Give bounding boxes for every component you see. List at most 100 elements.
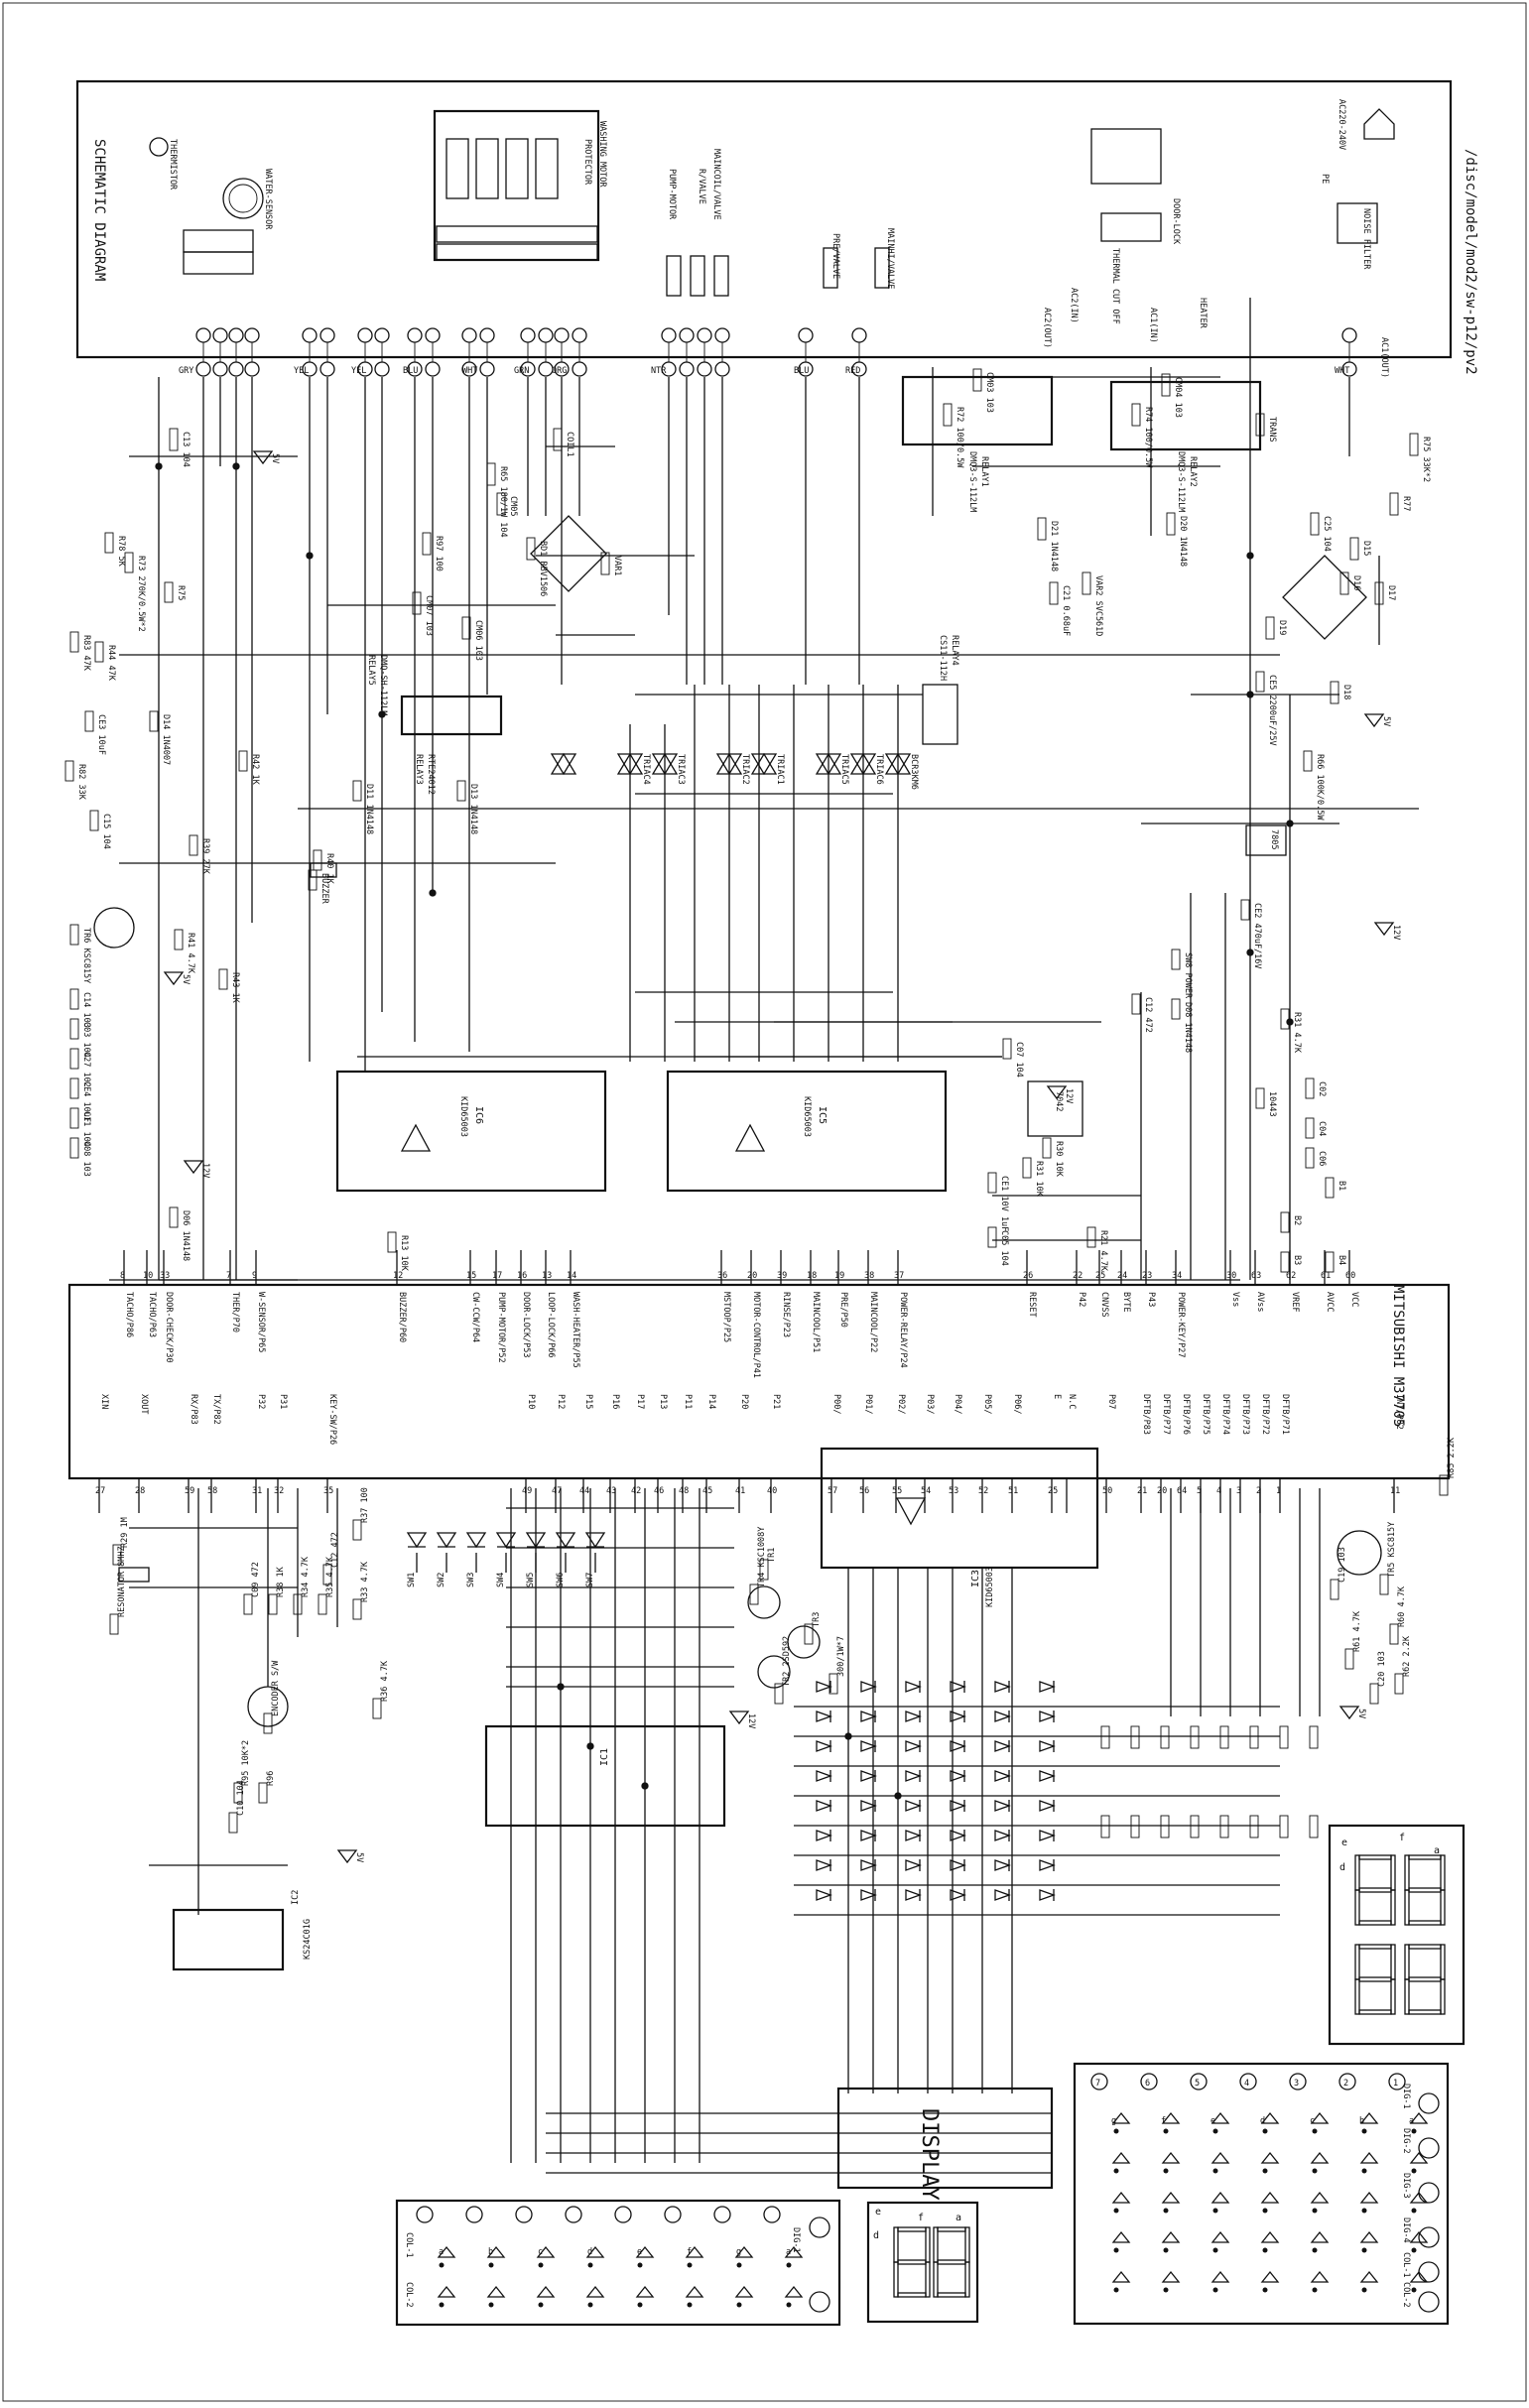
junction-dot (1246, 691, 1254, 698)
component-body (313, 849, 322, 871)
segment-b (964, 2226, 970, 2263)
cn-label: NTR (651, 366, 667, 376)
component-label: CE1 10V 1uF (999, 1176, 1009, 1231)
component-body (104, 532, 114, 554)
bank-led (486, 2285, 506, 2298)
bank-seg-letter: c (1310, 2116, 1315, 2126)
mcu-pin-number: 47 (552, 1486, 562, 1496)
bank-led (1210, 2111, 1230, 2124)
load-ac-input: AC220-240V (1337, 99, 1346, 150)
ic6-box (335, 1070, 607, 1193)
triac-label: TRIAC5 (839, 754, 849, 785)
bank-led (635, 2285, 655, 2298)
cn-label: WHT (1335, 366, 1349, 376)
bank-junction (1411, 2287, 1417, 2293)
segment-c (964, 2261, 970, 2298)
component-body (1439, 1474, 1449, 1496)
component-body (1255, 413, 1265, 437)
power-rail-label: 12V (200, 1163, 210, 1178)
bank-junction (1163, 2128, 1169, 2134)
key-diode (465, 1532, 487, 1549)
component-label: R97 100 (434, 536, 444, 571)
key-diode (495, 1532, 517, 1549)
mcu-pin-name: CW-CCW/P64 (470, 1292, 480, 1342)
mcu-pin-name: P02/ (896, 1394, 906, 1414)
bank-pin (664, 2206, 682, 2223)
component-label: B4 (1337, 1255, 1346, 1265)
component-label: R36 4.7K (380, 1660, 390, 1702)
bank-pin (1090, 2073, 1108, 2091)
triac-label: TRIAC2 (740, 754, 750, 785)
load-pre-valve: PRE/VALVE (830, 233, 840, 279)
triac-symbol (849, 752, 877, 775)
power-rail-symbol (728, 1711, 750, 1725)
connector-pin (212, 327, 228, 343)
mcu-pin-number: 48 (679, 1486, 689, 1496)
mcu-pin-number: 2 (1256, 1486, 1261, 1496)
load-ac2-out: AC2(OUT) (1042, 308, 1052, 348)
bank-pin-num: 1 (1393, 2079, 1398, 2089)
bank-led (1359, 2191, 1379, 2204)
mcu-label: MITSUBISHI M37705 (1390, 1285, 1406, 1427)
mcu-pin-number: 50 (1102, 1486, 1112, 1496)
component-body (1305, 1147, 1315, 1169)
key-label: SW4 (496, 1573, 506, 1587)
led-symbol (1039, 1889, 1056, 1901)
bank-led (1161, 2191, 1181, 2204)
component-body (1131, 403, 1141, 427)
led-resistor (1249, 1815, 1259, 1838)
bank-led (1210, 2191, 1230, 2204)
junction-dot (1246, 552, 1254, 560)
component-label: CE2 470uF/16V (1252, 903, 1262, 969)
wire-traces (109, 298, 1419, 2174)
led-symbol (1039, 1859, 1056, 1871)
component-body (1166, 512, 1176, 536)
load-heater: HEATER (1198, 298, 1208, 329)
bank-seg-letter: b (1359, 2116, 1364, 2126)
bank-junction (1361, 2247, 1367, 2253)
led-symbol (816, 1800, 832, 1812)
load-thermistor: THERMISTOR (168, 139, 178, 190)
bank-pin (515, 2206, 533, 2223)
led-symbol (1039, 1711, 1056, 1722)
component-body (387, 1231, 397, 1253)
component-body (1389, 1623, 1399, 1645)
connector-pin (407, 327, 423, 343)
junction-dot (1246, 949, 1254, 956)
component-label: D19 (1277, 620, 1287, 635)
bank-junction (538, 2262, 544, 2268)
mcu-pin-name: DOOR-CHECK/P30 (164, 1292, 174, 1363)
bank-dig-pin (1418, 2261, 1440, 2283)
junction-dot (232, 462, 240, 470)
transistor-tr4 (747, 1585, 781, 1619)
power-rail-label: 5V (181, 974, 191, 984)
mcu-pin-number: 39 (777, 1271, 787, 1281)
component-label: TR5 KSC815Y (1387, 1522, 1397, 1578)
power-rail-symbol (1363, 713, 1385, 728)
mcu-pin-name: XIN (99, 1394, 109, 1409)
power-rail-label: 12V (1064, 1088, 1074, 1103)
component-label: R35 4.7K (325, 1556, 335, 1597)
triac-label: BCR3KM6 (909, 754, 919, 790)
svg-text:IC6: IC6 (473, 1106, 484, 1124)
component-body (1310, 512, 1320, 536)
bank-junction (1411, 2208, 1417, 2214)
junction-dot (378, 710, 386, 718)
bank-led (536, 2245, 556, 2258)
mcu-pin-name: P12 (556, 1394, 566, 1409)
led-symbol (905, 1681, 922, 1693)
led-resistor (1160, 1725, 1170, 1749)
bridge-d15-d18 (1282, 555, 1367, 640)
component-body (258, 1782, 268, 1804)
triac-symbol (550, 752, 577, 775)
segment-d (1358, 2009, 1392, 2015)
triac-label: TRIAC3 (676, 754, 686, 785)
mcu-pin-name: AVCC (1325, 1292, 1335, 1312)
connector-pin (679, 327, 695, 343)
led-symbol (994, 1800, 1011, 1812)
mcu-pin-number: 60 (1345, 1271, 1355, 1281)
bank-led (1111, 2270, 1131, 2283)
svg-text:RELAY2: RELAY2 (1188, 456, 1198, 487)
mcu-pin-name: PUMP-MOTOR/P52 (496, 1292, 506, 1363)
